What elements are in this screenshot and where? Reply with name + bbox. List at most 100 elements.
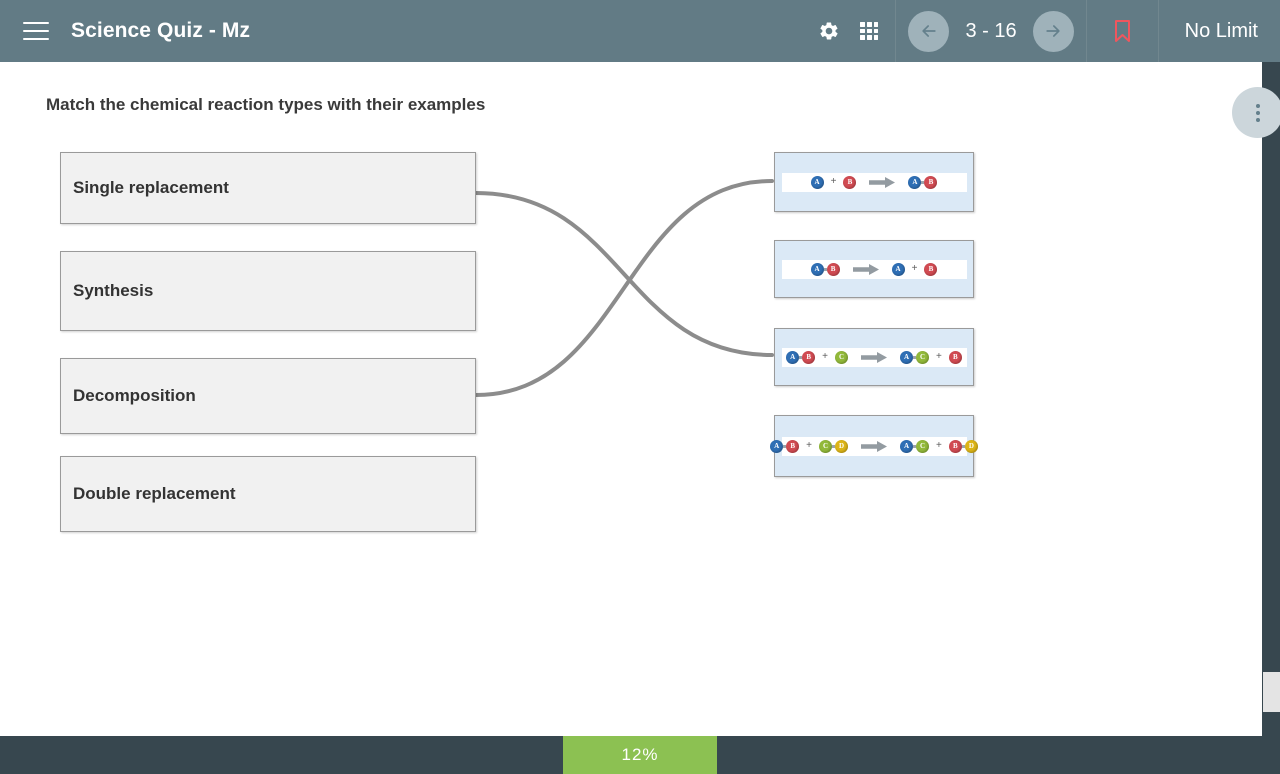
more-dot — [1255, 103, 1260, 108]
page-indicator: 3 - 16 — [965, 19, 1017, 42]
prompt-label: Double replacement — [73, 484, 236, 503]
footer-bar: 12% — [0, 736, 1280, 774]
hamburger-bar — [23, 30, 49, 32]
molecule: B — [948, 350, 962, 364]
prompt-label: Synthesis — [73, 281, 154, 300]
atom-a: A — [786, 350, 800, 364]
molecule: C — [835, 350, 848, 364]
prompt-item[interactable]: Double replacement — [60, 456, 476, 532]
atom-b: B — [843, 175, 857, 189]
vertical-scrollbar-thumb[interactable] — [1263, 672, 1280, 712]
plus-sign: + — [936, 440, 942, 451]
gear-icon[interactable] — [809, 0, 849, 62]
grid-dot — [860, 28, 866, 34]
atom-b: B — [786, 439, 800, 453]
header-actions: 3 - 16 No Limit — [809, 0, 1280, 62]
reaction-arrow-icon — [861, 440, 887, 452]
atom-b: B — [924, 262, 938, 276]
prompt-item[interactable]: Decomposition — [60, 358, 476, 434]
hamburger-icon[interactable] — [23, 22, 49, 40]
more-dot — [1255, 110, 1260, 115]
plus-sign: + — [936, 351, 942, 362]
more-dot — [1255, 117, 1260, 122]
grid-apps-glyph — [860, 22, 879, 40]
atom-c: C — [819, 439, 832, 453]
quiz-stage: Match the chemical reaction types with t… — [0, 62, 1262, 736]
progress-bar: 12% — [563, 736, 717, 774]
molecule: B — [924, 262, 938, 276]
bond — [921, 180, 925, 184]
bookmark-button[interactable] — [1087, 0, 1159, 62]
connector-line[interactable] — [474, 179, 774, 397]
gear-icon-svg — [820, 22, 839, 40]
bond — [961, 444, 965, 448]
next-question-button[interactable] — [1032, 10, 1074, 52]
molecule: A — [810, 175, 824, 189]
hamburger-bar — [23, 22, 49, 24]
bond — [913, 444, 916, 448]
atom-a: A — [810, 175, 824, 189]
app-header: Science Quiz - Mz 3 - 16 — [0, 0, 1280, 62]
grid-dot — [873, 22, 879, 27]
atom-a: A — [900, 439, 913, 453]
reaction-arrow-icon — [869, 176, 896, 188]
atom-a: A — [908, 175, 922, 189]
atom-a: A — [770, 439, 784, 453]
grid-dot — [860, 35, 866, 40]
atom-d: D — [964, 439, 978, 453]
grid-dot — [860, 22, 866, 27]
more-vertical-icon[interactable] — [1232, 87, 1280, 138]
atom-b: B — [948, 439, 962, 453]
molecule: A — [891, 262, 905, 276]
right-rail — [1262, 62, 1280, 736]
molecule: B — [843, 175, 857, 189]
atom-b: B — [802, 350, 816, 364]
prompt-label: Single replacement — [73, 178, 229, 197]
pager: 3 - 16 — [895, 0, 1087, 62]
prompt-item[interactable]: Synthesis — [60, 251, 476, 331]
bond — [832, 444, 835, 448]
bond — [913, 355, 916, 359]
reaction-arrow-icon — [861, 351, 887, 363]
atom-c: C — [835, 350, 848, 364]
grid-apps-icon[interactable] — [849, 0, 889, 62]
atom-a: A — [810, 262, 824, 276]
connector-line[interactable] — [474, 191, 774, 357]
progress-label: 12% — [621, 745, 659, 764]
plus-sign: + — [822, 351, 828, 362]
atom-b: B — [826, 262, 840, 276]
prev-question-button[interactable] — [908, 10, 950, 52]
prompt-item[interactable]: Single replacement — [60, 152, 476, 224]
grid-dot — [873, 35, 879, 40]
plus-sign: + — [830, 176, 837, 187]
plus-sign: + — [911, 263, 918, 274]
grid-dot — [867, 35, 872, 40]
arrow-left-icon — [922, 25, 936, 37]
atom-c: C — [916, 350, 929, 364]
atom-c: C — [916, 439, 929, 453]
bond — [823, 267, 827, 271]
hamburger-bar — [23, 38, 49, 40]
bond — [799, 355, 803, 359]
question-text: Match the chemical reaction types with t… — [46, 95, 486, 114]
page-title: Science Quiz - Mz — [71, 19, 251, 42]
grid-dot — [873, 28, 879, 34]
atom-d: D — [835, 439, 848, 453]
atom-b: B — [924, 175, 938, 189]
